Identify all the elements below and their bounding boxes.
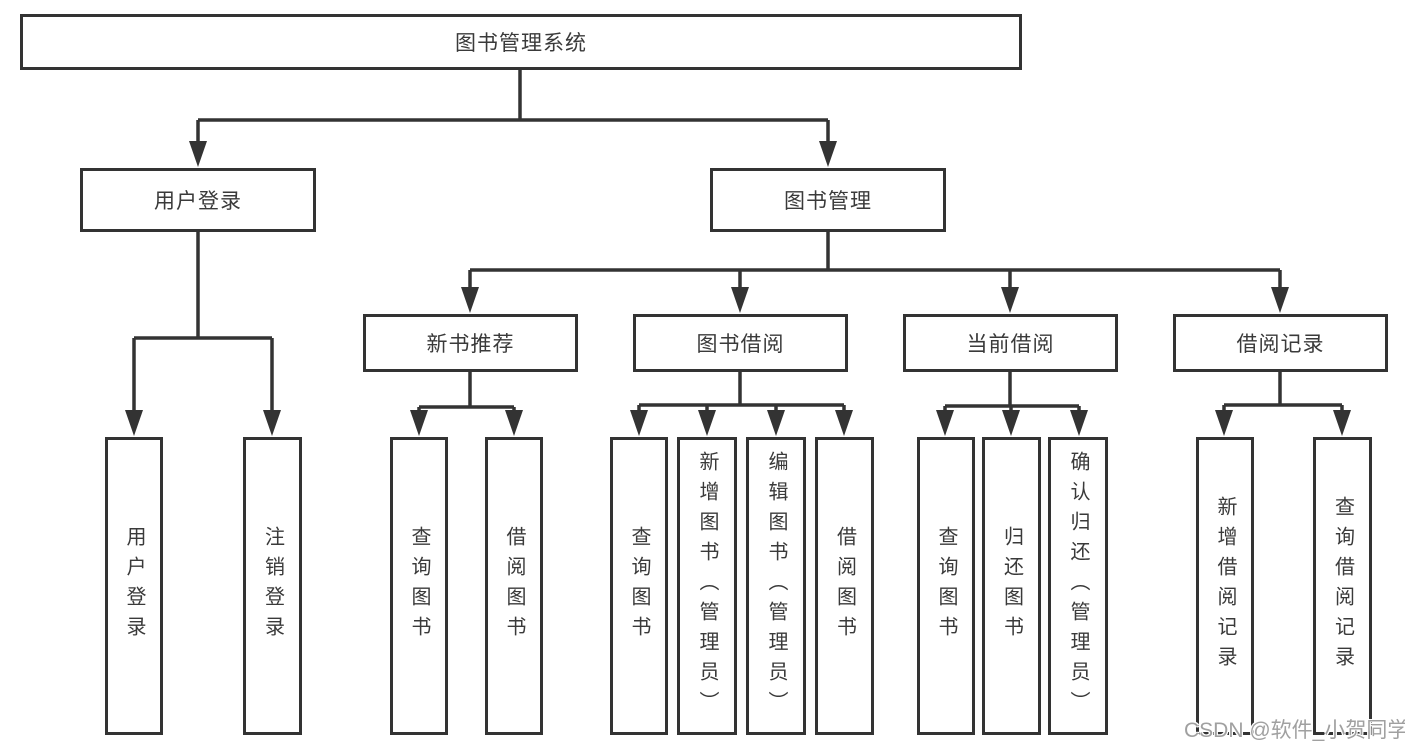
leaf-current-query-book: 查询图书 xyxy=(917,437,975,735)
leaf-borrow-query-book: 查询图书 xyxy=(610,437,668,735)
leaf-borrow-book: 借阅图书 xyxy=(815,437,874,735)
node-borrow-records: 借阅记录 xyxy=(1173,314,1388,372)
csdn-watermark: CSDN @软件_小贺同学 xyxy=(1184,719,1405,742)
node-user-login: 用户登录 xyxy=(80,168,316,232)
leaf-recommend-query-book: 查询图书 xyxy=(390,437,448,735)
leaf-add-borrow-record: 新增借阅记录 xyxy=(1196,437,1254,735)
node-new-book-recommend: 新书推荐 xyxy=(363,314,578,372)
leaf-confirm-return-admin: 确认归还（管理员） xyxy=(1048,437,1108,735)
leaf-edit-book-admin: 编辑图书（管理员） xyxy=(746,437,806,735)
leaf-return-book: 归还图书 xyxy=(982,437,1041,735)
node-book-management: 图书管理 xyxy=(710,168,946,232)
node-book-borrow: 图书借阅 xyxy=(633,314,848,372)
leaf-recommend-borrow-book: 借阅图书 xyxy=(485,437,543,735)
node-root: 图书管理系统 xyxy=(20,14,1022,70)
leaf-query-borrow-record: 查询借阅记录 xyxy=(1313,437,1372,735)
leaf-add-book-admin: 新增图书（管理员） xyxy=(677,437,737,735)
leaf-user-login: 用户登录 xyxy=(105,437,163,735)
leaf-logout: 注销登录 xyxy=(243,437,302,735)
node-current-borrow: 当前借阅 xyxy=(903,314,1118,372)
